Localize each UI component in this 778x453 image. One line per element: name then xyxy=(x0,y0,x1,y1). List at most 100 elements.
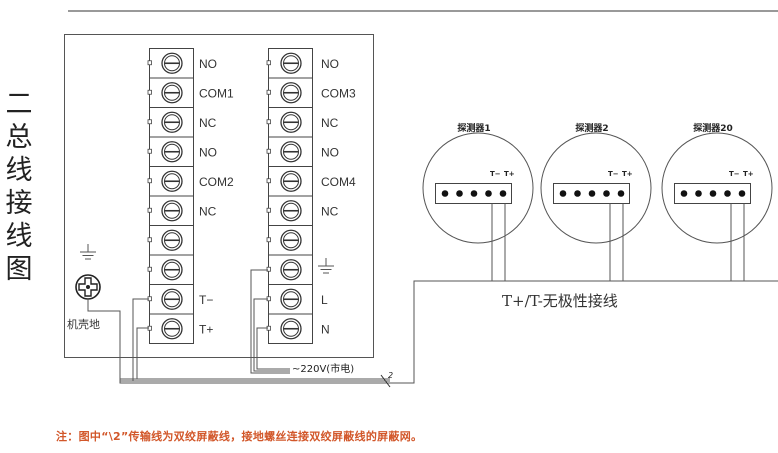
terminal: L xyxy=(266,284,328,315)
terminal-label: COM2 xyxy=(199,175,234,189)
note-text: 注：图中“\2”传输线为双绞屏蔽线，接地螺丝连接双绞屏蔽线的屏蔽网。 xyxy=(56,430,423,443)
terminal xyxy=(147,225,194,256)
diagram-title: 二 总 线 接 线 图 xyxy=(2,88,36,286)
title-char: 二 xyxy=(5,89,33,120)
terminal-label: NO xyxy=(321,57,339,71)
screw-icon xyxy=(280,229,302,251)
terminal-label: N xyxy=(321,322,330,336)
wire-clamp xyxy=(266,237,271,243)
ground-wire xyxy=(250,269,290,374)
terminal-label: NO xyxy=(199,145,217,159)
title-char: 线 xyxy=(5,155,33,186)
wire-clamp xyxy=(266,89,271,95)
pin-dot xyxy=(724,190,731,197)
wire-clamp xyxy=(147,178,152,184)
terminal-label: NO xyxy=(199,57,217,71)
detector-terminal-strip xyxy=(435,183,512,204)
l-wire xyxy=(253,298,290,372)
wire-clamp xyxy=(266,207,271,213)
terminal: NO xyxy=(147,136,217,167)
terminal-label: NC xyxy=(321,116,339,130)
detector-body xyxy=(422,132,534,244)
pin-label: T+ xyxy=(622,170,633,178)
terminal-label: NC xyxy=(199,116,217,130)
pin-dot xyxy=(456,190,463,197)
pin-dot xyxy=(499,190,507,197)
screw-icon xyxy=(280,288,302,310)
cable-marker xyxy=(380,374,391,388)
title-char: 总 xyxy=(5,122,33,153)
pin-dot xyxy=(588,190,596,197)
pin-label: T− xyxy=(608,170,619,178)
pin-label: T− xyxy=(729,170,740,178)
terminal: NC xyxy=(147,195,217,226)
terminal: COM4 xyxy=(266,166,356,197)
bus-line xyxy=(390,280,778,384)
terminal-label: L xyxy=(321,293,328,307)
title-char: 接 xyxy=(5,188,33,219)
terminal xyxy=(266,225,313,256)
terminal: NO xyxy=(266,136,339,167)
shield-wire xyxy=(87,299,390,384)
terminal-label: NC xyxy=(199,204,217,218)
terminal: COM2 xyxy=(147,166,234,197)
wire-clamp xyxy=(266,119,271,125)
detector-name: 探测器20 xyxy=(693,122,733,134)
pin-dot xyxy=(485,190,492,197)
terminal: NO xyxy=(147,48,217,79)
title-char: 图 xyxy=(5,254,33,285)
ground-icon xyxy=(80,244,96,260)
screw-icon xyxy=(280,111,302,133)
terminal: T+ xyxy=(147,313,213,344)
detector-name: 探测器2 xyxy=(575,122,608,134)
wire-clamp xyxy=(266,60,271,66)
pin-label: T+ xyxy=(504,170,515,178)
title-char: 线 xyxy=(5,221,33,252)
n-wire xyxy=(256,327,290,370)
screw-icon xyxy=(280,318,302,340)
terminal: NC xyxy=(266,107,339,138)
screw-icon xyxy=(280,52,302,74)
pin-dot xyxy=(680,190,688,197)
chassis-ground-label: 机壳地 xyxy=(67,317,100,331)
screw-icon xyxy=(161,82,183,104)
screw-icon xyxy=(161,141,183,163)
terminal-label: COM3 xyxy=(321,86,356,100)
screw-icon xyxy=(161,318,183,340)
detector-terminal-strip xyxy=(553,183,630,204)
wire-clamp xyxy=(147,119,152,125)
terminal-label: NC xyxy=(321,204,339,218)
wire-clamp xyxy=(147,266,152,272)
t-plus-wire xyxy=(136,327,149,379)
screw-icon xyxy=(280,200,302,222)
detector-body xyxy=(540,132,652,244)
terminal-label: T+ xyxy=(199,322,213,336)
controller-panel xyxy=(64,34,374,358)
terminal-label: COM1 xyxy=(199,86,234,100)
terminal-label: COM4 xyxy=(321,175,356,189)
mains-label: ~220V(市电) xyxy=(292,362,354,375)
terminal: NC xyxy=(266,195,339,226)
pin-dot xyxy=(738,190,746,197)
screw-icon xyxy=(161,111,183,133)
pin-dot xyxy=(709,190,717,197)
pin-dot xyxy=(470,190,478,197)
screw-icon xyxy=(161,259,183,281)
pin-dot xyxy=(574,190,581,197)
wire-clamp xyxy=(147,207,152,213)
pin-dot xyxy=(695,190,702,197)
screw-icon xyxy=(280,82,302,104)
wire-clamp xyxy=(266,178,271,184)
ground-icon xyxy=(318,258,334,274)
terminal: T− xyxy=(147,284,213,315)
screw-icon xyxy=(280,141,302,163)
detector-name: 探测器1 xyxy=(457,122,490,134)
terminal: N xyxy=(266,313,330,344)
pin-label: T− xyxy=(490,170,501,178)
pin-dot xyxy=(603,190,610,197)
